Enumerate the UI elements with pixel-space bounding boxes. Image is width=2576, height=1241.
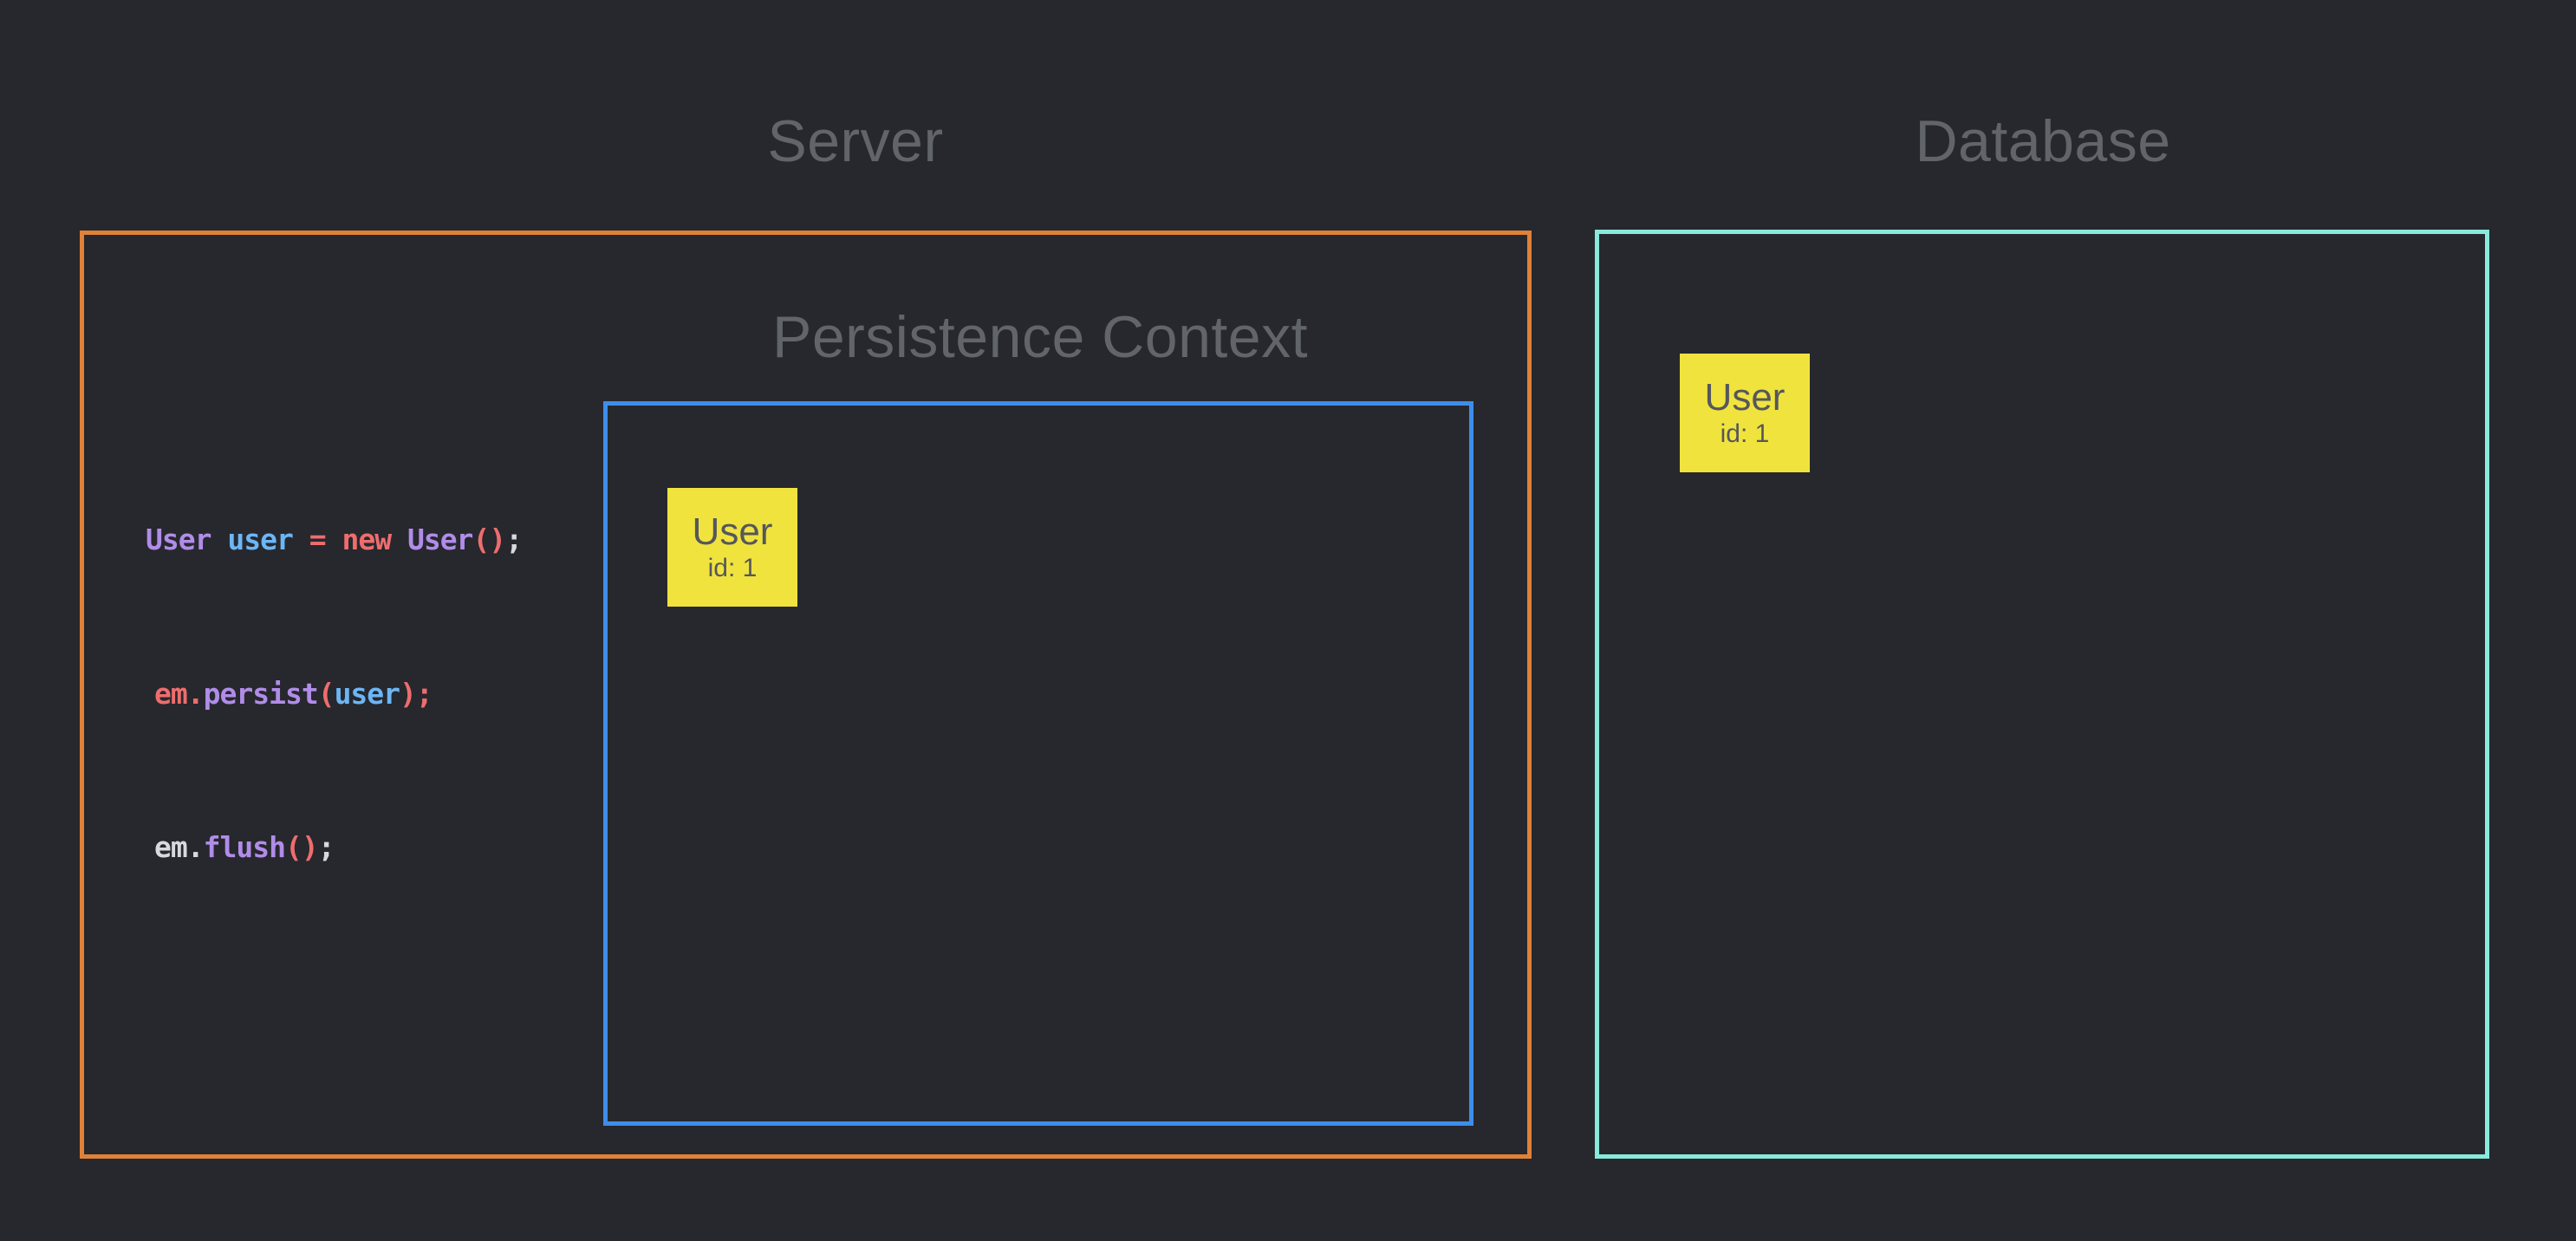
code-token [391, 523, 407, 556]
code-token: ; [505, 523, 523, 556]
persistence-context-title: Persistence Context [771, 304, 1308, 370]
code-token: em. [154, 677, 205, 711]
code-token: ( [317, 677, 335, 711]
code-token: user [334, 677, 400, 711]
code-line-persist: em.persist(user); [154, 677, 433, 711]
code-token: ; [317, 830, 335, 864]
database-box [1595, 230, 2489, 1159]
code-token: persist [203, 677, 319, 711]
code-token: () [284, 830, 319, 864]
code-token: em. [154, 830, 205, 864]
persistence-context-box [603, 401, 1473, 1126]
code-line-flush: em.flush(); [154, 830, 335, 865]
server-title: Server [767, 108, 944, 174]
code-token: = [309, 523, 327, 556]
code-token [326, 523, 342, 556]
code-line-new-user: User user = new User(); [146, 523, 523, 557]
code-token: User [407, 523, 473, 556]
code-token [293, 523, 309, 556]
code-token: User [146, 523, 211, 556]
persistence-context-user-note: User id: 1 [667, 488, 797, 607]
note-entity-id: id: 1 [1720, 419, 1770, 449]
database-title: Database [1915, 108, 2171, 174]
code-token: user [227, 523, 293, 556]
code-token: ); [400, 677, 433, 711]
note-entity-name: User [692, 510, 773, 553]
note-entity-name: User [1704, 375, 1786, 419]
code-token: flush [203, 830, 286, 864]
server-box [80, 231, 1532, 1159]
note-entity-id: id: 1 [707, 554, 758, 583]
code-token: new [342, 523, 392, 556]
code-token: () [472, 523, 506, 556]
code-token [211, 523, 227, 556]
database-user-note: User id: 1 [1680, 354, 1810, 472]
